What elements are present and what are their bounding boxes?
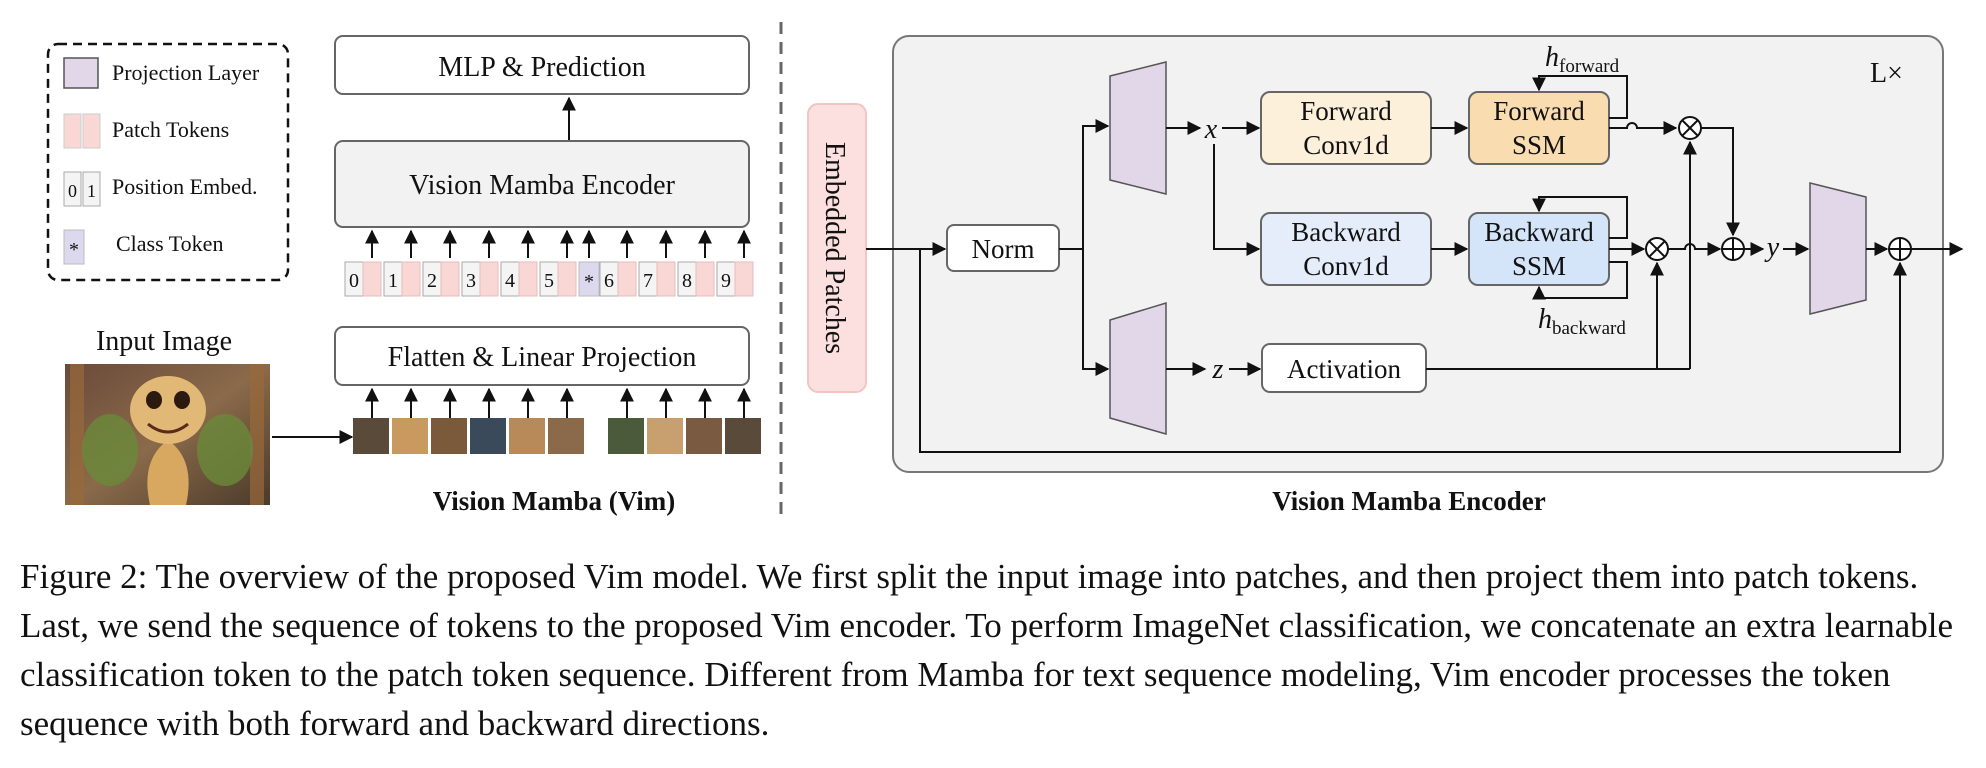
image-patch	[431, 418, 467, 454]
class-token-symbol: *	[69, 239, 79, 261]
input-image-label: Input Image	[96, 326, 232, 357]
position-embedding-label: 3	[466, 270, 476, 292]
class-token-label: *	[584, 271, 594, 293]
image-patch	[548, 418, 584, 454]
backward-conv1d-label-line1: Backward	[1291, 217, 1401, 247]
forward-ssm-label-line1: Forward	[1493, 96, 1585, 126]
position-embed-swatch-a	[63, 171, 82, 207]
forward-ssm-label-line2: SSM	[1512, 130, 1566, 160]
left-panel-title: Vision Mamba (Vim)	[433, 486, 676, 516]
input-image	[65, 364, 270, 505]
x-projection	[1109, 61, 1167, 195]
repeat-label: L×	[1870, 58, 1903, 89]
projection-layer-swatch	[63, 57, 99, 89]
backward-ssm-label-line1: Backward	[1484, 217, 1594, 247]
position-embed-digit-1: 1	[87, 181, 96, 201]
h-backward-label: hbackward	[1538, 304, 1626, 339]
legend-patch-tokens: Patch Tokens	[112, 117, 229, 142]
position-embedding-label: 7	[643, 270, 653, 292]
residual-add-node	[1888, 237, 1912, 261]
flatten-projection-box	[334, 326, 750, 386]
position-embedding-label: 9	[721, 270, 731, 292]
activation-label: Activation	[1287, 354, 1401, 384]
flatten-projection-label: Flatten & Linear Projection	[388, 342, 697, 373]
class-token-swatch	[63, 229, 85, 265]
patch-token-swatch-a	[63, 113, 82, 149]
backward-ssm-label-line2: SSM	[1512, 251, 1566, 281]
image-patch	[392, 418, 428, 454]
z-projection	[1109, 301, 1167, 435]
mlp-prediction-label: MLP & Prediction	[438, 52, 645, 83]
token-arrows	[365, 229, 751, 258]
position-embedding-label: 2	[427, 270, 437, 292]
y-variable: y	[1764, 232, 1780, 263]
position-embedding-label: 0	[349, 270, 359, 292]
position-embedding-label: 4	[505, 270, 515, 292]
figure-caption: Figure 2: The overview of the proposed V…	[20, 557, 1953, 743]
image-patch	[509, 418, 545, 454]
h-forward-label: hforward	[1545, 42, 1620, 77]
vim-encoder-label: Vision Mamba Encoder	[409, 170, 675, 201]
patch-token	[440, 261, 460, 297]
image-patch	[725, 418, 761, 454]
right-panel: Embedded Patches L× Norm x Forward Conv1…	[807, 35, 1964, 516]
patch-token	[656, 261, 676, 297]
patch-token	[695, 261, 715, 297]
right-panel-title: Vision Mamba Encoder	[1272, 486, 1546, 516]
patch-arrows	[365, 387, 751, 418]
norm-label: Norm	[972, 234, 1035, 264]
position-embed-digit-0: 0	[68, 181, 77, 201]
patch-token	[617, 261, 637, 297]
patch-token-swatch-b	[82, 113, 101, 149]
class-token	[578, 261, 600, 297]
sum-node	[1721, 237, 1745, 261]
position-embedding-label: 1	[388, 270, 398, 292]
position-embedding-label: 8	[682, 270, 692, 292]
image-patches	[353, 418, 761, 454]
forward-conv1d-label-line1: Forward	[1300, 96, 1392, 126]
legend-class-token: Class Token	[116, 231, 223, 256]
patch-token	[401, 261, 421, 297]
mlp-prediction-box	[334, 35, 750, 95]
embedded-patches-label: Embedded Patches	[819, 142, 850, 354]
output-projection	[1809, 182, 1867, 315]
patch-token	[518, 261, 538, 297]
patch-token	[362, 261, 382, 297]
backward-multiply-node	[1645, 237, 1669, 261]
patch-token	[734, 261, 754, 297]
legend-position-embed: Position Embed.	[112, 174, 257, 199]
image-patch	[470, 418, 506, 454]
forward-multiply-node	[1678, 116, 1702, 140]
x-variable: x	[1204, 114, 1218, 145]
forward-conv1d-label-line2: Conv1d	[1303, 130, 1389, 160]
vim-encoder-box	[334, 140, 750, 228]
position-embedding-label: 5	[544, 270, 554, 292]
position-embed-swatch-b	[82, 171, 101, 207]
token-sequence: 0 1 2 3 4 5 * 6 7 8 9	[344, 261, 754, 297]
image-patch	[608, 418, 644, 454]
image-patch	[353, 418, 389, 454]
backward-conv1d-label-line2: Conv1d	[1303, 251, 1389, 281]
position-embedding-label: 6	[604, 270, 614, 292]
legend: Projection Layer Patch Tokens 0 1 Positi…	[46, 42, 290, 282]
image-patch	[686, 418, 722, 454]
patch-token	[479, 261, 499, 297]
vim-overview-figure: Projection Layer Patch Tokens 0 1 Positi…	[46, 22, 1964, 520]
image-patch	[647, 418, 683, 454]
legend-projection-layer: Projection Layer	[112, 60, 260, 85]
patch-token	[557, 261, 577, 297]
z-variable: z	[1212, 354, 1224, 385]
